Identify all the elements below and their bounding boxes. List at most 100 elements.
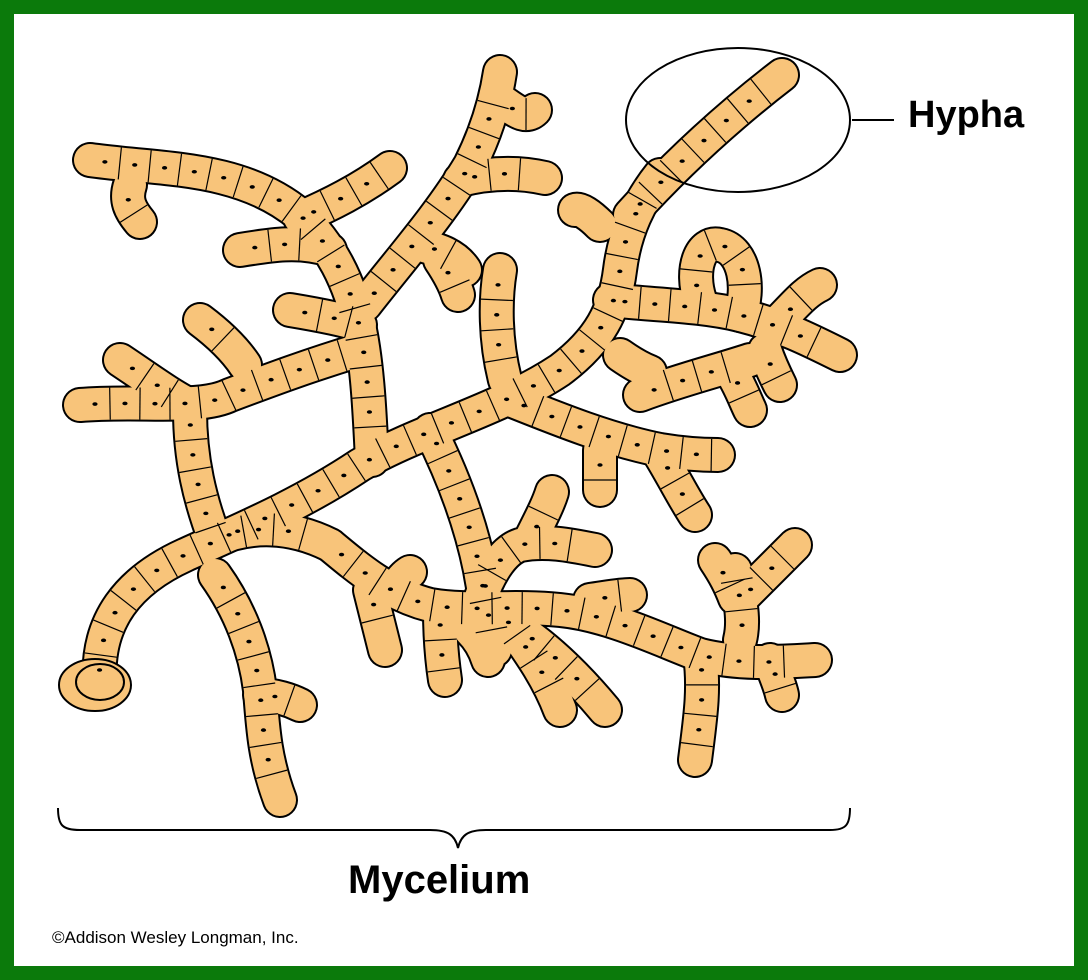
nucleus (680, 379, 685, 383)
mycelium-label: Mycelium (348, 858, 530, 903)
nucleus (740, 268, 745, 272)
nucleus (574, 677, 579, 681)
nucleus (102, 160, 107, 164)
nucleus (707, 655, 712, 659)
nucleus (552, 542, 557, 546)
nucleus (769, 566, 774, 570)
nucleus (332, 316, 337, 320)
nucleus (602, 596, 607, 600)
nucleus (421, 433, 426, 437)
nucleus (130, 367, 135, 371)
nucleus (254, 669, 259, 673)
nucleus (476, 145, 481, 149)
nucleus (339, 553, 344, 557)
nucleus (680, 159, 685, 163)
nucleus (623, 240, 628, 244)
nucleus (736, 659, 741, 663)
nucleus (475, 607, 480, 611)
nucleus (445, 197, 450, 201)
nucleus (658, 180, 663, 184)
nucleus (155, 383, 160, 387)
nucleus (132, 163, 137, 167)
nucleus (446, 469, 451, 473)
nucleus (496, 343, 501, 347)
hypha-label: Hypha (908, 94, 1024, 137)
nucleus (240, 388, 245, 392)
nucleus (269, 378, 274, 382)
nucleus (557, 369, 562, 373)
nucleus (152, 402, 157, 406)
nucleus (209, 328, 214, 332)
hyphae-network (80, 72, 840, 800)
nucleus (277, 198, 282, 202)
nucleus (477, 410, 482, 414)
nucleus (365, 380, 370, 384)
nucleus (694, 453, 699, 457)
nucleus (289, 503, 294, 507)
nucleus (724, 119, 729, 123)
nucleus (256, 528, 261, 532)
nucleus (696, 728, 701, 732)
nucleus (680, 492, 685, 496)
nucleus (722, 245, 727, 249)
nucleus (371, 603, 376, 607)
nucleus (449, 421, 454, 425)
nucleus (534, 607, 539, 611)
nucleus (348, 292, 353, 296)
copyright-credit: ©Addison Wesley Longman, Inc. (52, 928, 299, 948)
nucleus (445, 271, 450, 275)
nucleus (221, 176, 226, 180)
nucleus (341, 474, 346, 478)
nucleus (315, 489, 320, 493)
nucleus (531, 384, 536, 388)
nucleus (188, 423, 193, 427)
nucleus (699, 668, 704, 672)
nucleus (302, 311, 307, 315)
nucleus (504, 397, 509, 401)
nucleus (495, 283, 500, 287)
nucleus (208, 542, 213, 546)
nucleus (494, 313, 499, 317)
nucleus (445, 605, 450, 609)
nucleus (748, 588, 753, 592)
nucleus (633, 212, 638, 216)
nucleus (549, 415, 554, 419)
nucleus (678, 646, 683, 650)
nucleus (652, 388, 657, 392)
nucleus (498, 558, 503, 562)
nucleus (126, 198, 131, 202)
nucleus (521, 404, 526, 408)
nucleus (203, 512, 208, 516)
nucleus (457, 497, 462, 501)
nucleus (438, 623, 443, 627)
nucleus (162, 166, 167, 170)
nucleus (773, 672, 778, 676)
nucleus (467, 525, 472, 529)
nucleus (394, 445, 399, 449)
nucleus (505, 606, 510, 610)
nucleus (180, 554, 185, 558)
spore-base (59, 659, 131, 711)
nucleus (154, 569, 159, 573)
nucleus (709, 370, 714, 374)
nucleus (737, 594, 742, 598)
nucleus (770, 323, 775, 327)
nucleus (483, 584, 488, 588)
nucleus (474, 554, 479, 558)
nucleus (367, 458, 372, 462)
nucleus (788, 307, 793, 311)
nucleus (651, 634, 656, 638)
nucleus (320, 239, 325, 243)
mycelium-brace (58, 808, 850, 848)
nucleus (579, 349, 584, 353)
nucleus (338, 197, 343, 201)
nucleus (699, 698, 704, 702)
nucleus (364, 182, 369, 186)
nucleus (192, 170, 197, 174)
nucleus (182, 402, 187, 406)
nucleus (367, 410, 372, 414)
nucleus (510, 107, 515, 111)
nucleus (698, 254, 703, 258)
nucleus (766, 660, 771, 664)
nucleus (611, 299, 616, 303)
